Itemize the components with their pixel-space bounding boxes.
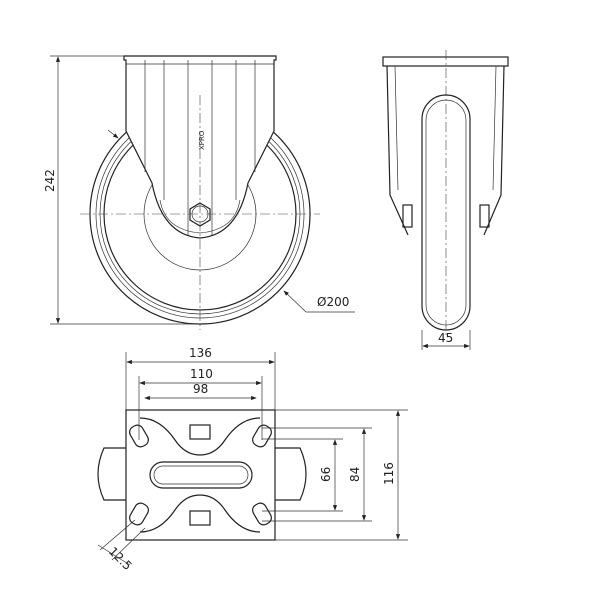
dim-hole-spacing-inner: 98 [193, 382, 208, 396]
dim-wheel-diameter: Ø200 [317, 295, 349, 309]
mounting-plate [125, 409, 276, 541]
slot [149, 461, 253, 489]
dim-hole-spacing-outer: 110 [190, 367, 213, 381]
dim-plate-width: 116 [382, 462, 396, 485]
mounting-holes [129, 424, 272, 526]
dim-hole-width-inner: 66 [319, 467, 333, 482]
dim-wheel-width: 45 [438, 331, 453, 345]
dim-height: 242 [43, 169, 57, 192]
dim-hole-width-outer: 84 [348, 467, 362, 482]
brand-logo: XPRO [198, 130, 206, 150]
top-view: 136 110 98 116 84 66 12.5 [97, 346, 408, 573]
side-view: 45 [382, 50, 509, 350]
dim-plate-length: 136 [189, 346, 212, 360]
dim-slot-width: 12.5 [106, 544, 135, 573]
fork [123, 55, 277, 239]
front-view: XPRO 242 Ø200 [43, 55, 355, 330]
